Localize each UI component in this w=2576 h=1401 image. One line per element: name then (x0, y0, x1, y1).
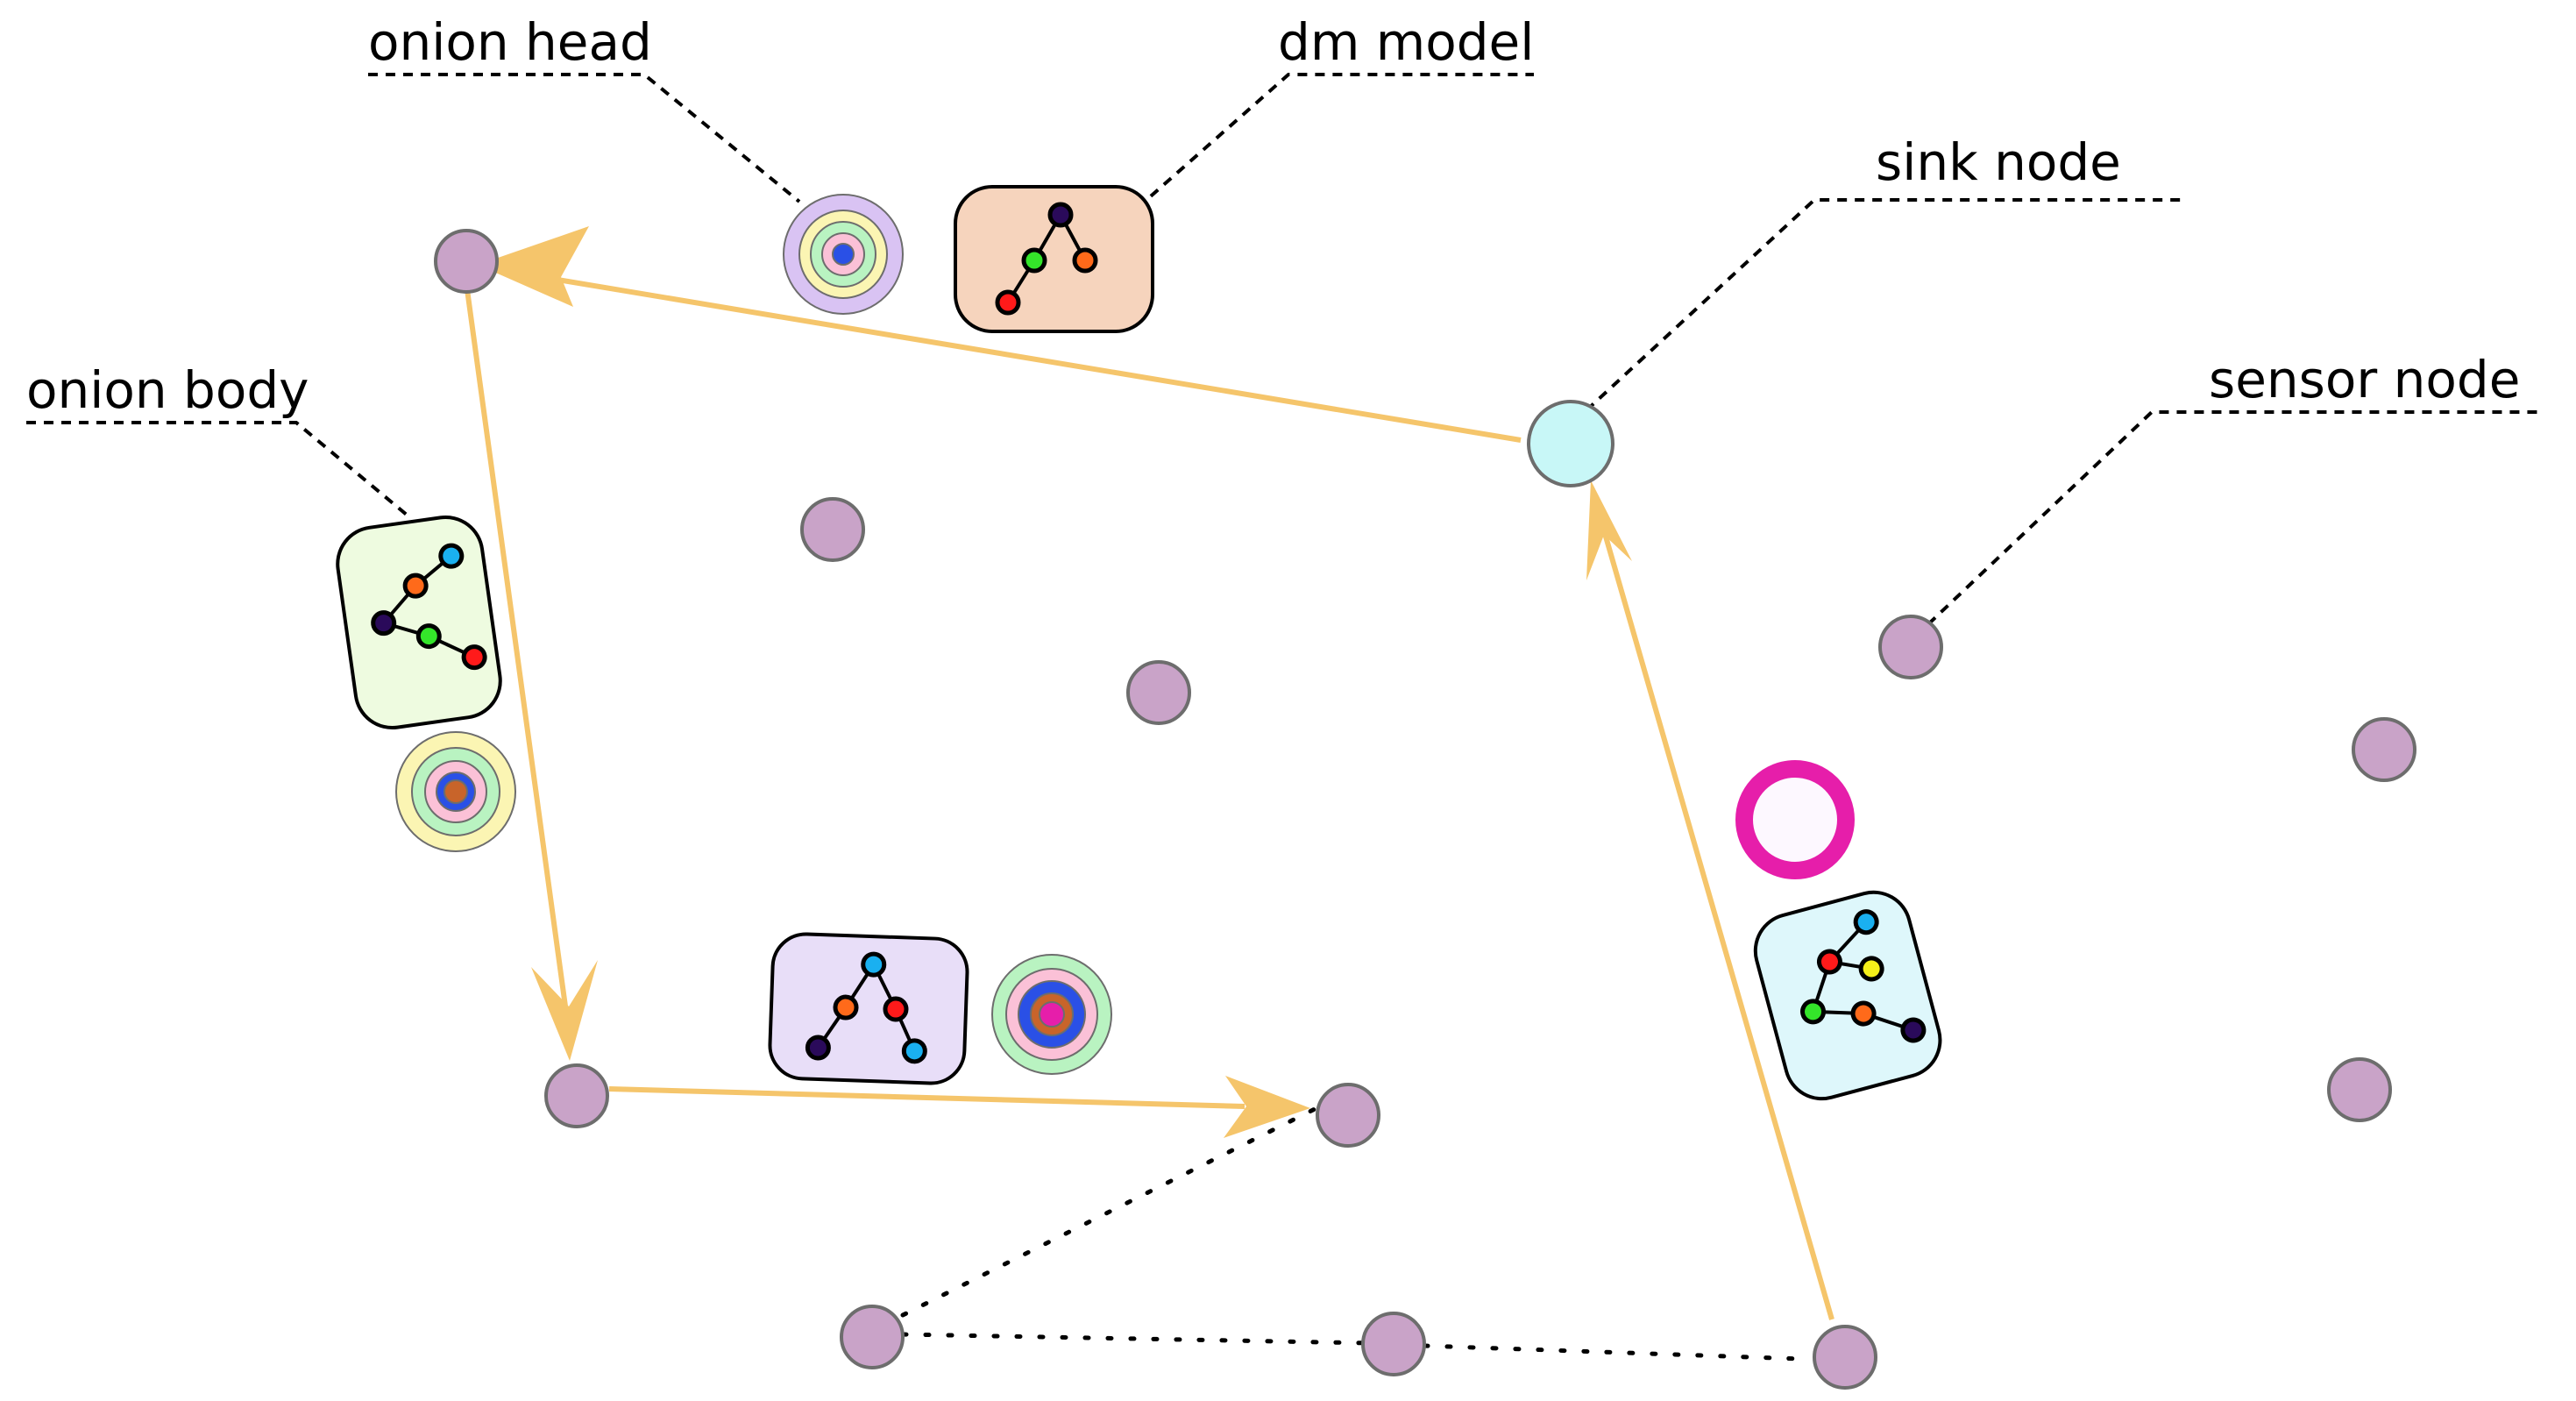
ring-icon (1735, 760, 1855, 879)
sensor-node[interactable] (1316, 1083, 1380, 1148)
sensor-node[interactable] (1813, 1325, 1877, 1390)
leader-sink-node (1585, 198, 2182, 412)
concentric-rings-icon (783, 194, 904, 315)
tree-graph-icon (954, 185, 1154, 333)
sensor-node-label: sensor node (2209, 350, 2520, 409)
dotted-link-1 (900, 1106, 1317, 1318)
leader-dm-model (1083, 73, 1534, 256)
route-arrow-top-left-to-mid-left (464, 282, 598, 1061)
sensor-node[interactable] (1878, 615, 1943, 679)
sensor-node[interactable] (840, 1305, 905, 1369)
sensor-node[interactable] (800, 497, 865, 562)
sink-node[interactable] (1527, 400, 1614, 487)
tree-graph-icon (1753, 890, 1942, 1101)
sensor-node[interactable] (1126, 660, 1191, 725)
concentric-rings-icon (395, 731, 516, 852)
onion-body-label: onion body (26, 360, 309, 420)
concentric-rings-icon (991, 954, 1112, 1075)
route-arrow-bottom-right-to-sink (1586, 480, 1834, 1320)
tree-graph-icon (336, 516, 502, 729)
onion-head-label: onion head (368, 12, 652, 72)
dotted-link-3 (1422, 1343, 1804, 1362)
route-arrow-mid-left-to-bottom-mid (608, 1076, 1310, 1138)
sink-node-label: sink node (1876, 132, 2121, 192)
leader-onion-head (368, 73, 801, 203)
dm-model-label: dm model (1278, 12, 1534, 72)
sensor-node[interactable] (434, 229, 499, 294)
leader-sensor-node (1927, 410, 2542, 626)
sensor-node[interactable] (1361, 1312, 1426, 1376)
tree-graph-icon (768, 932, 969, 1085)
leader-onion-body (26, 421, 409, 517)
sensor-node[interactable] (544, 1063, 609, 1128)
dotted-link-2 (900, 1332, 1374, 1346)
sensor-node[interactable] (2327, 1057, 2392, 1122)
route-arrow-sink-to-top-left (478, 226, 1522, 443)
sensor-node[interactable] (2352, 717, 2416, 782)
